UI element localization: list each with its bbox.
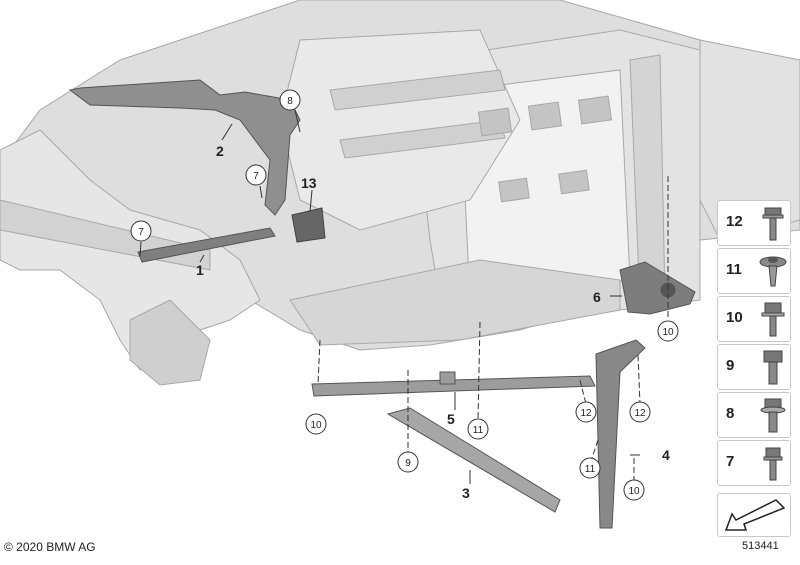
legend-item-7[interactable]: 7 — [717, 440, 791, 486]
legend-item-11[interactable]: 11 — [717, 248, 791, 294]
callout-2: 2 — [216, 143, 224, 159]
flange-bolt-icon — [762, 207, 784, 241]
circled-callouts — [130, 89, 679, 501]
copyright-text: © 2020 BMW AG — [4, 540, 96, 554]
expanding-nut-icon — [759, 256, 787, 287]
legend-item-8[interactable]: 8 — [717, 392, 791, 438]
callout-4: 4 — [662, 447, 670, 463]
callout-6: 6 — [593, 289, 601, 305]
leader-lines — [139, 109, 669, 484]
hex-bolt-washer-icon — [761, 302, 785, 337]
legend-number: 11 — [726, 261, 742, 278]
part-4-support[interactable] — [595, 339, 646, 529]
callout-12a: 12 — [580, 408, 592, 419]
callout-9: 9 — [405, 458, 411, 469]
part-6-bracket[interactable] — [619, 261, 696, 315]
callout-3: 3 — [462, 485, 470, 501]
callout-10b: 10 — [662, 327, 674, 338]
callout-5: 5 — [447, 411, 455, 427]
diagram-id: 513441 — [742, 540, 779, 552]
navigate-arrow-button[interactable] — [717, 493, 791, 537]
callout-11b: 11 — [585, 464, 596, 475]
part-2-strut-brace[interactable] — [68, 79, 301, 216]
callout-10c: 10 — [628, 486, 640, 497]
callout-1: 1 — [196, 262, 204, 278]
legend-number: 7 — [726, 453, 735, 470]
callout-8: 8 — [287, 96, 293, 107]
part-13-plate[interactable] — [291, 207, 326, 243]
hex-bolt-icon — [763, 350, 783, 385]
callout-7b: 7 — [253, 171, 259, 182]
legend-item-10[interactable]: 10 — [717, 296, 791, 342]
legend-item-12[interactable]: 12 — [717, 200, 791, 246]
legend-number: 9 — [726, 357, 735, 374]
legend-item-9[interactable]: 9 — [717, 344, 791, 390]
legend-number: 8 — [726, 405, 735, 422]
callout-11a: 11 — [473, 425, 484, 436]
legend-number: 10 — [726, 309, 743, 326]
part-3-underbody-panel[interactable] — [386, 407, 561, 513]
part-1-front-strut[interactable] — [137, 227, 276, 263]
callout-12b: 12 — [634, 408, 646, 419]
hex-bolt-collar-icon — [760, 398, 786, 433]
callout-7a: 7 — [138, 227, 144, 238]
body-shell — [0, 0, 800, 386]
callout-labels: 1 2 3 4 5 6 13 — [196, 143, 670, 501]
circled-callout-labels: 7 7 8 10 10 11 9 12 12 11 10 — [138, 96, 674, 497]
callout-10a: 10 — [310, 420, 322, 431]
hex-bolt-small-icon — [763, 447, 783, 481]
callout-13: 13 — [301, 175, 317, 191]
legend-number: 12 — [726, 213, 743, 230]
arrow-down-left-icon — [724, 499, 786, 531]
part-5-cross-member[interactable] — [311, 371, 596, 397]
